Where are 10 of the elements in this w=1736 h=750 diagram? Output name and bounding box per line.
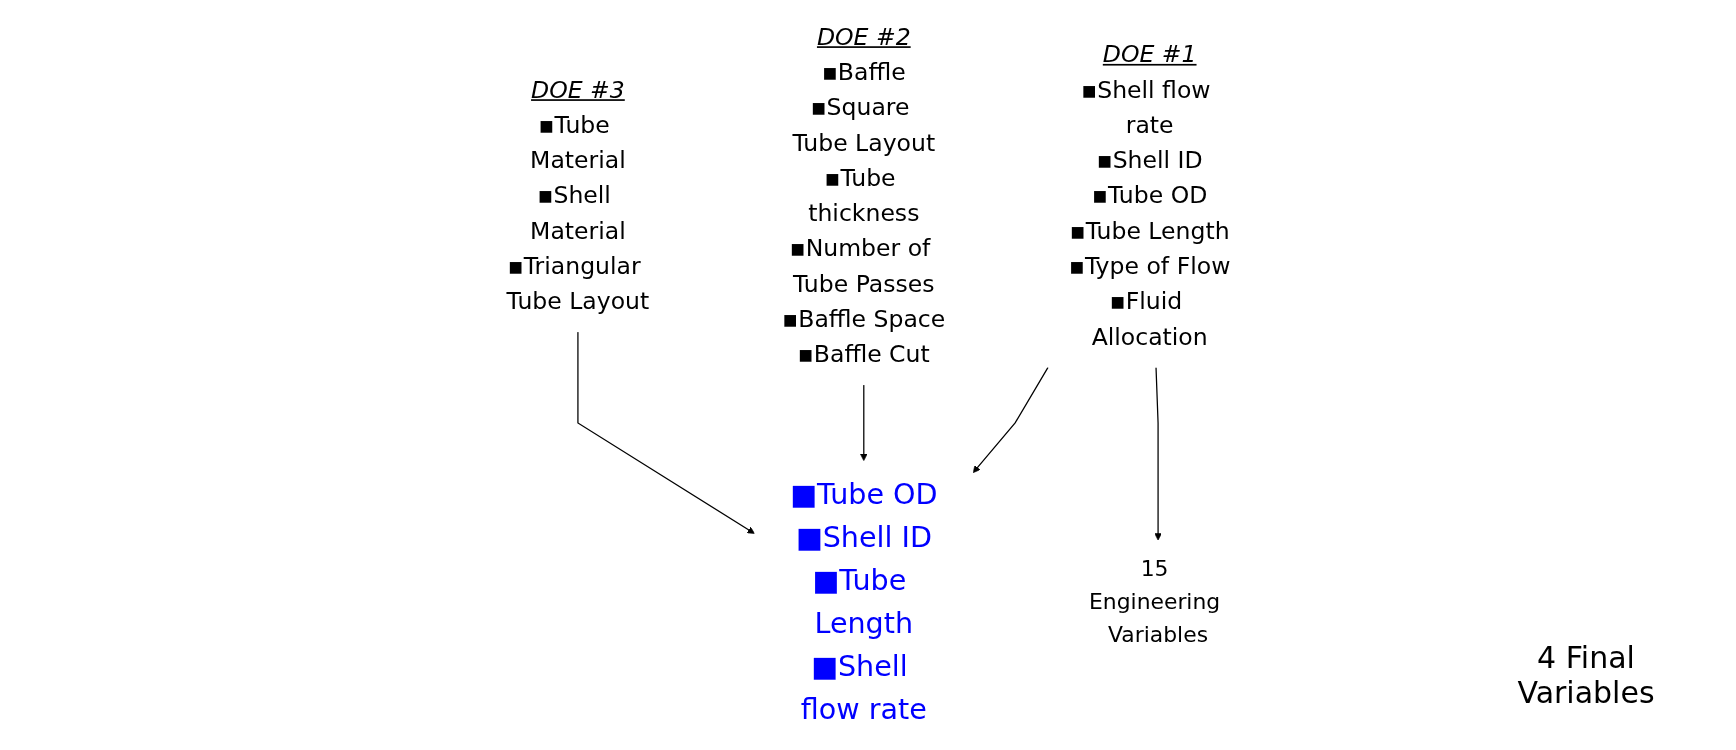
- node-text: ■Tube OD ■Shell ID ■Tube Length ■Shell flow rate: [790, 477, 938, 726]
- node-text: DOE #1 ▪Shell flow rate ▪Shell ID ▪Tube OD ▪Tube Length ▪Type of Flow ▪Fluid Allocation: [1068, 40, 1231, 351]
- arrow: [1154, 366, 1162, 541]
- note-text: 4 Final Variables: [1516, 640, 1656, 710]
- arrow: [577, 331, 755, 534]
- node-text: DOE #3 ▪Tube Material ▪Shell Material ▪Triangular Tube Layout: [506, 75, 650, 316]
- arrow: [972, 366, 1049, 473]
- node-text: DOE #2 ▪Baffle ▪Square Tube Layout ▪Tube thickness ▪Number of Tube Passes ▪Baffle Space ▪Baffle Cut: [782, 22, 946, 369]
- node-text: 15 Engineering Variables: [1089, 556, 1221, 647]
- arrow: [860, 384, 868, 462]
